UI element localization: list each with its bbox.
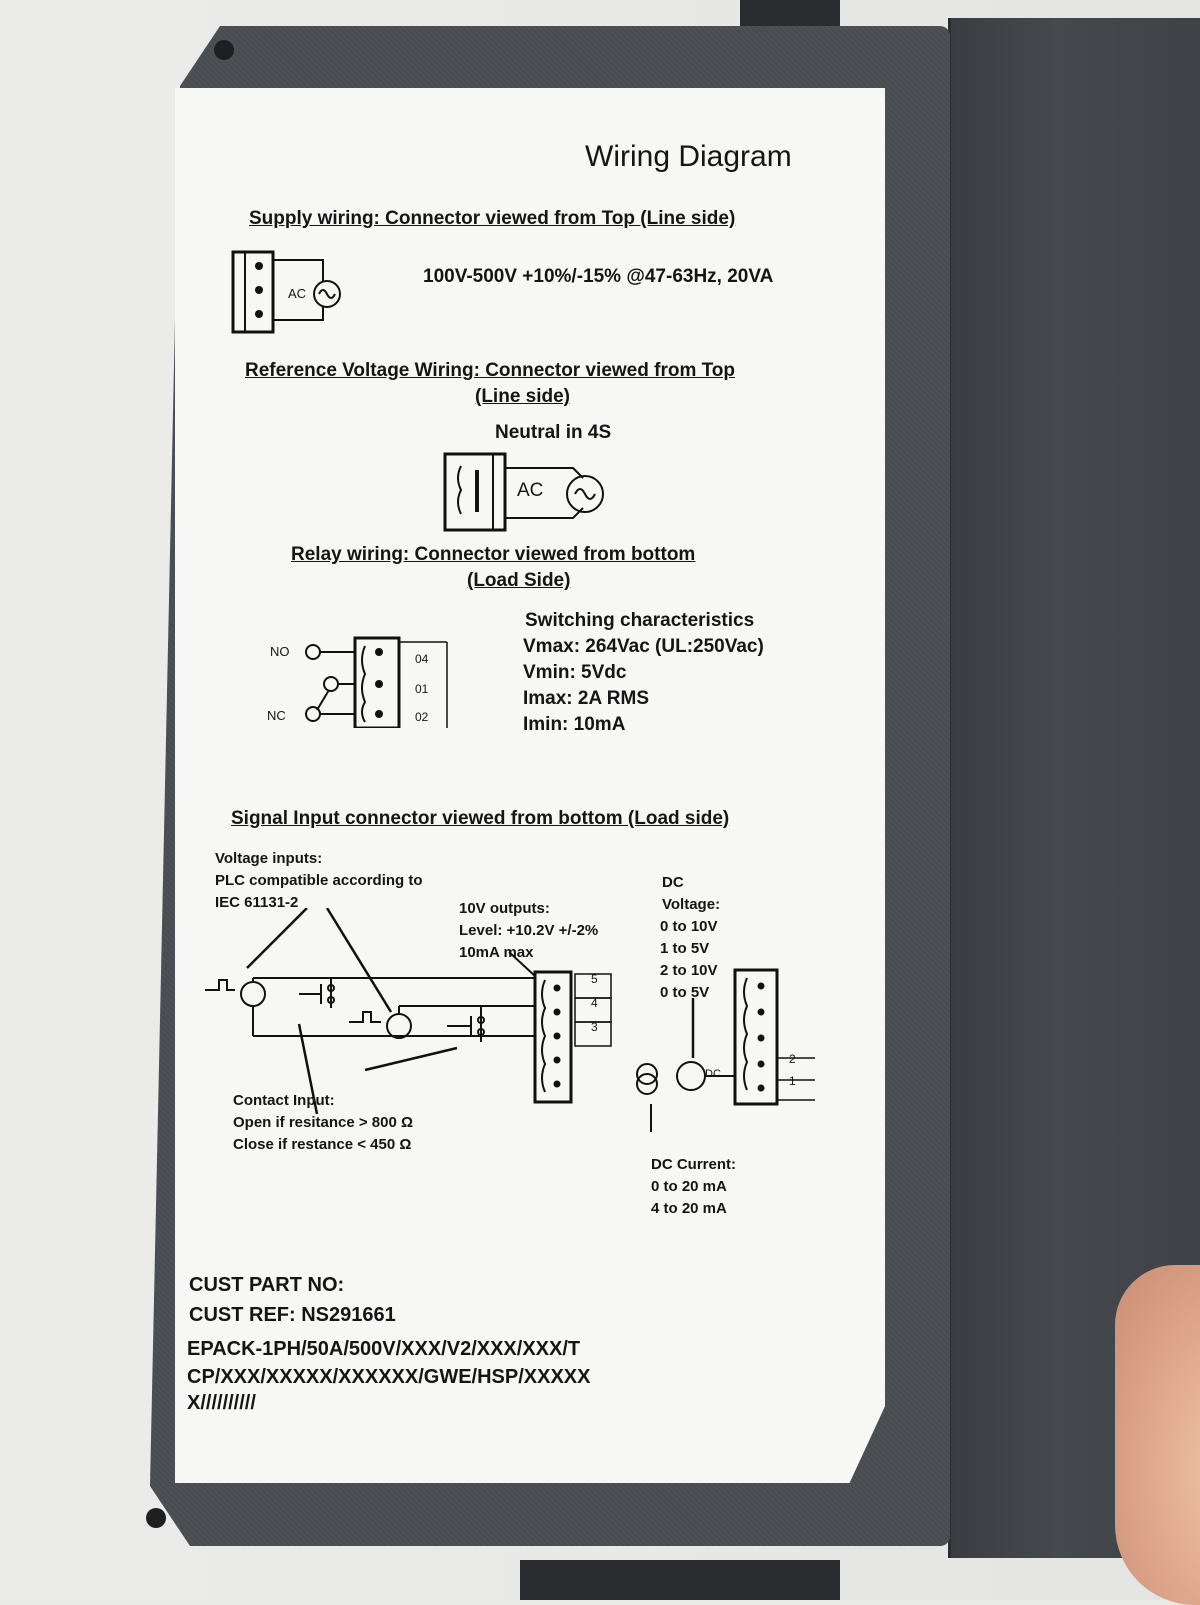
dc-voltage-dc: DC xyxy=(662,874,684,891)
relay-heading: Relay wiring: Connector viewed from bott… xyxy=(291,544,696,565)
signal-pin-4: 4 xyxy=(591,996,598,1010)
signal-dc-tag: DC xyxy=(705,1068,721,1080)
wiring-label: Wiring Diagram Supply wiring: Connector … xyxy=(175,88,885,1483)
signal-pin-1: 1 xyxy=(789,1074,796,1088)
dc-current-title: DC Current: xyxy=(651,1156,736,1173)
dc-current-range-1: 0 to 20 mA xyxy=(651,1178,727,1195)
relay-heading-line2: (Load Side) xyxy=(467,570,571,591)
model-code-line2: CP/XXX/XXXXX/XXXXXX/GWE/HSP/XXXXX xyxy=(187,1366,591,1388)
relay-connector-icon xyxy=(305,636,448,728)
outputs-level: Level: +10.2V +/-2% xyxy=(459,922,599,939)
reference-connector-icon xyxy=(443,452,604,532)
contact-title: Contact Input: xyxy=(233,1092,335,1109)
voltage-inputs-title: Voltage inputs: xyxy=(215,850,323,867)
switching-vmin: Vmin: 5Vdc xyxy=(523,662,627,683)
label-title: Wiring Diagram xyxy=(585,140,792,173)
dc-voltage-range-2: 1 to 5V xyxy=(660,940,710,957)
cust-ref: CUST REF: NS291661 xyxy=(189,1304,396,1326)
outputs-title: 10V outputs: xyxy=(459,900,550,917)
switching-imin: Imin: 10mA xyxy=(523,714,626,735)
dc-voltage-range-4: 0 to 5V xyxy=(660,984,710,1001)
reference-heading: Reference Voltage Wiring: Connector view… xyxy=(245,360,736,381)
contact-close: Close if restance < 450 Ω xyxy=(233,1136,412,1153)
relay-no-label: NO xyxy=(270,644,290,659)
cust-part-no: CUST PART NO: xyxy=(189,1274,345,1296)
supply-spec: 100V-500V +10%/-15% @47-63Hz, 20VA xyxy=(423,266,774,287)
supply-ac-tag: AC xyxy=(288,286,307,301)
supply-heading: Supply wiring: Connector viewed from Top… xyxy=(249,208,736,229)
reference-heading-line2: (Line side) xyxy=(475,386,571,407)
relay-pin-01: 01 xyxy=(415,682,429,696)
supply-connector-icon xyxy=(231,250,341,334)
switching-vmax: Vmax: 264Vac (UL:250Vac) xyxy=(523,636,764,657)
relay-nc-label: NC xyxy=(267,708,286,723)
hand-thumb xyxy=(1115,1265,1200,1605)
neutral-note: Neutral in 4S xyxy=(495,422,612,443)
voltage-inputs-plc: PLC compatible according to xyxy=(215,872,423,889)
voltage-inputs-iec: IEC 61131-2 xyxy=(215,894,299,911)
model-code-line3: X////////// xyxy=(187,1392,256,1414)
relay-pin-02: 02 xyxy=(415,710,429,724)
mounting-strap-bottom xyxy=(520,1560,840,1600)
switching-imax: Imax: 2A RMS xyxy=(523,688,649,709)
dc-current-range-2: 4 to 20 mA xyxy=(651,1200,727,1217)
contact-open: Open if resitance > 800 Ω xyxy=(233,1114,414,1131)
model-code-line1: EPACK-1PH/50A/500V/XXX/V2/XXX/XXX/T xyxy=(187,1338,581,1360)
dc-voltage-range-3: 2 to 10V xyxy=(660,962,718,979)
signal-schematic xyxy=(205,908,815,1132)
dc-voltage-range-1: 0 to 10V xyxy=(660,918,718,935)
signal-pin-5: 5 xyxy=(591,972,598,986)
relay-pin-04: 04 xyxy=(415,652,429,666)
signal-heading: Signal Input connector viewed from botto… xyxy=(231,808,730,829)
signal-pin-3: 3 xyxy=(591,1020,598,1034)
mounting-strap-top xyxy=(740,0,840,28)
screw-hole-top xyxy=(214,40,234,60)
dc-voltage-title: Voltage: xyxy=(662,896,721,913)
reference-ac-tag: AC xyxy=(517,480,544,501)
signal-pin-2: 2 xyxy=(789,1052,796,1066)
screw-hole-bottom xyxy=(146,1508,166,1528)
switching-title: Switching characteristics xyxy=(525,610,755,631)
